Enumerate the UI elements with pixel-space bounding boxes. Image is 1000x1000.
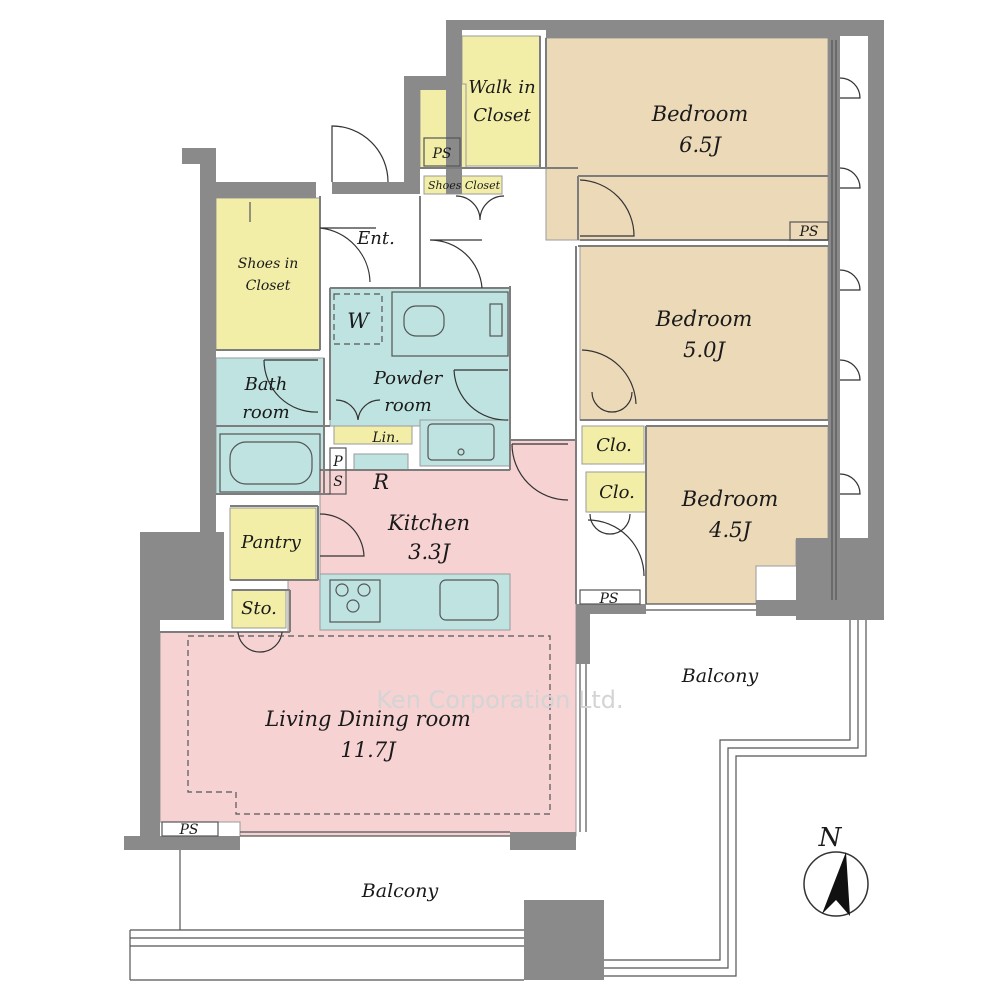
closet-2-fill (585, 471, 647, 513)
ps-label-balcony: PS (598, 591, 618, 607)
compass-north-label: N (818, 823, 843, 853)
wall-left-vertical (200, 180, 216, 540)
toilet-box (391, 291, 509, 357)
shoes-closet-fill (423, 175, 503, 195)
linen-fill (333, 425, 413, 445)
wall-wic-step (404, 76, 446, 192)
wall-ent-top (332, 182, 420, 194)
ps-vertical-label-2: S (333, 474, 343, 490)
living-dashed-area (187, 635, 551, 815)
kitchen-sink (439, 579, 499, 621)
linen-label: Lin. (371, 430, 399, 446)
ps-box-bed1 (789, 221, 829, 241)
storage-fill (231, 589, 287, 629)
living-kitchen-fill (159, 439, 577, 837)
fridge-label: R (372, 470, 389, 494)
toilet-bowl (403, 305, 445, 337)
bedroom-2-fill (579, 245, 829, 421)
sink-area-fill (419, 419, 511, 467)
ps-vertical-label-1: P (332, 454, 343, 470)
column-east (796, 538, 882, 620)
closet-1-label: Clo. (596, 435, 632, 456)
ps-label-living: PS (178, 822, 198, 838)
wall-south-living (124, 836, 240, 850)
balcony-railings (129, 620, 867, 981)
bedroom-2-size: 5.0J (683, 338, 726, 362)
sink-basin (427, 423, 495, 461)
column-west (140, 532, 224, 620)
washer-label: W (347, 309, 371, 333)
walk-in-closet-label-1: Walk in (468, 77, 535, 98)
ps-box-wic (423, 137, 461, 167)
balcony-east-label: Balcony (681, 665, 759, 687)
closet-2-label: Clo. (599, 482, 635, 503)
ps-label-wic: PS (431, 146, 451, 162)
bedroom-1-size: 6.5J (679, 133, 722, 157)
bedroom-1-label: Bedroom (651, 102, 749, 126)
ps-box-living (161, 821, 219, 837)
wall-south-right (510, 832, 576, 850)
stove-outer (329, 579, 381, 623)
storage-label: Sto. (241, 598, 277, 619)
column-balcony-south (524, 900, 604, 980)
bedroom-3-size: 4.5J (708, 518, 752, 542)
wall-living-east (576, 604, 590, 664)
bathtub-outer (219, 433, 321, 493)
powder-room-label-1: Powder (373, 368, 444, 389)
burner-3 (346, 599, 360, 613)
bedroom-3-label: Bedroom (681, 487, 779, 511)
fixtures (161, 137, 829, 837)
sink-drain (457, 448, 465, 456)
kitchen-label: Kitchen (387, 511, 470, 535)
bathroom-label-1: Bath (244, 374, 288, 395)
windows (240, 40, 837, 837)
walls (124, 20, 884, 980)
shoes-in-closet-fill (215, 197, 321, 351)
shoes-in-closet-label-1: Shoes in (238, 256, 298, 272)
ps-box-balcony (579, 589, 641, 605)
kitchen-size: 3.3J (408, 540, 451, 564)
room-fills (159, 35, 829, 837)
powder-room-label-2: room (384, 395, 431, 416)
labels: Walk in Closet Bedroom 6.5J PS Shoes Clo… (178, 77, 818, 902)
wall-ent-left-top (200, 182, 316, 198)
bedroom-1-fill (545, 37, 829, 241)
doors (237, 77, 861, 653)
shoes-closet-label: Shoes Closet (428, 179, 501, 192)
entrance-label: Ent. (356, 228, 395, 249)
pantry-label: Pantry (240, 532, 301, 553)
bathtub-inner (229, 441, 313, 485)
burner-1 (335, 583, 349, 597)
wall-west-living (140, 612, 160, 840)
toilet-tank (489, 303, 503, 337)
watermark: Ken Corporation Ltd. (376, 686, 623, 714)
bedroom-2-label: Bedroom (655, 307, 753, 331)
shoes-in-closet-label-2: Closet (246, 278, 291, 294)
wall-balcony-corner (576, 604, 646, 614)
kitchen-counter-fill (319, 573, 511, 631)
living-dining-size: 11.7J (340, 738, 397, 762)
compass-needle-icon (822, 852, 850, 916)
partitions (160, 36, 828, 633)
walk-in-closet-fill (461, 35, 541, 167)
compass: N (803, 823, 869, 917)
washer-dashed-box (333, 293, 383, 345)
ps-box-center (329, 447, 347, 495)
bathroom-label-2: room (242, 402, 289, 423)
walk-in-closet-label-2: Closet (473, 105, 531, 126)
compass-ring (803, 851, 869, 917)
balcony-south-label: Balcony (361, 880, 439, 902)
living-dining-label: Living Dining room (264, 707, 471, 731)
closet-1-fill (581, 425, 645, 465)
burner-2 (357, 583, 371, 597)
ps-label-bed1: PS (798, 224, 818, 240)
wall-top-left (446, 20, 462, 194)
wall-bed3-south (756, 600, 796, 616)
pantry-fill (229, 507, 317, 581)
